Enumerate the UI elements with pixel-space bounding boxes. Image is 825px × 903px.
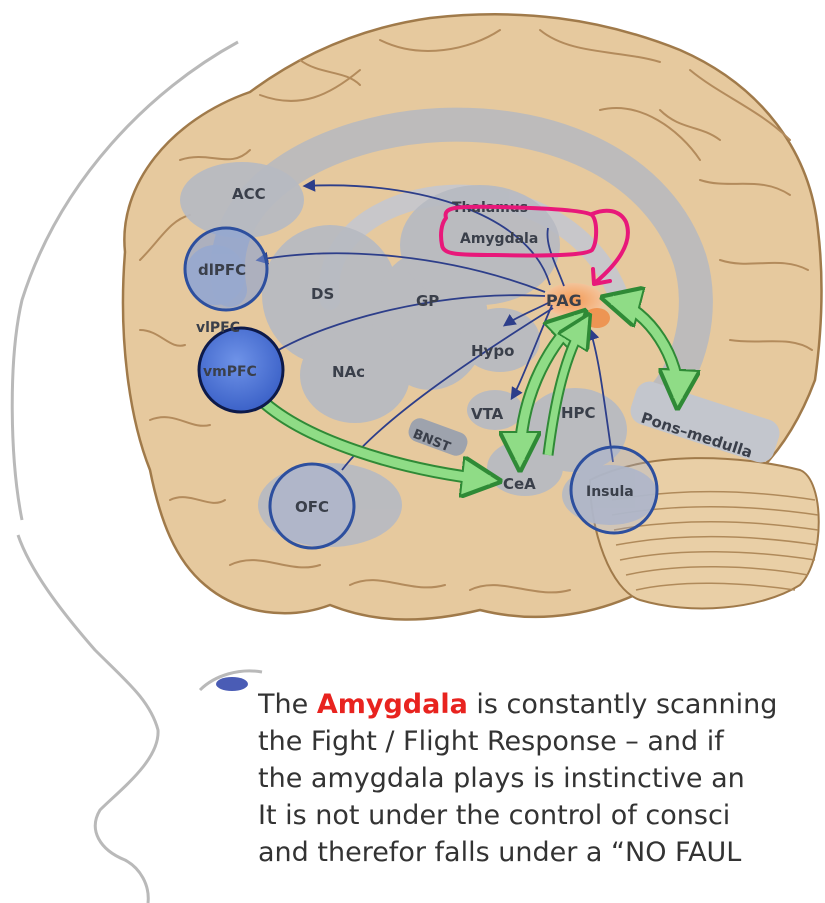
caption-line-4: It is not under the control of consci [258,797,825,834]
label-pag: PAG [546,291,582,310]
label-nac: NAc [332,363,365,381]
label-amygdala: Amygdala [460,231,538,247]
label-vta: VTA [471,405,504,423]
label-ofc: OFC [295,498,329,516]
label-gp: GP [416,292,439,310]
caption-text: The Amygdala is constantly scanning the … [258,686,825,903]
eye-icon [216,677,248,691]
label-hpc: HPC [561,404,596,422]
label-dlpfc: dlPFC [198,261,246,279]
label-acc: ACC [232,185,266,203]
label-vmpfc: vmPFC [203,364,257,380]
caption-line-1: The Amygdala is constantly scanning [258,686,825,723]
label-cea: CeA [503,475,536,493]
label-insula: Insula [586,484,634,500]
label-ds: DS [311,285,334,303]
caption-line-5: and therefor falls under a “NO FAUL [258,834,825,871]
amygdala-highlight-word: Amygdala [317,689,468,720]
label-hypo: Hypo [471,342,514,360]
caption-line-3: the amygdala plays is instinctive an [258,760,825,797]
label-vlpfc: vlPFC [196,320,240,336]
caption-line-2: the Fight / Flight Response – and if [258,723,825,760]
